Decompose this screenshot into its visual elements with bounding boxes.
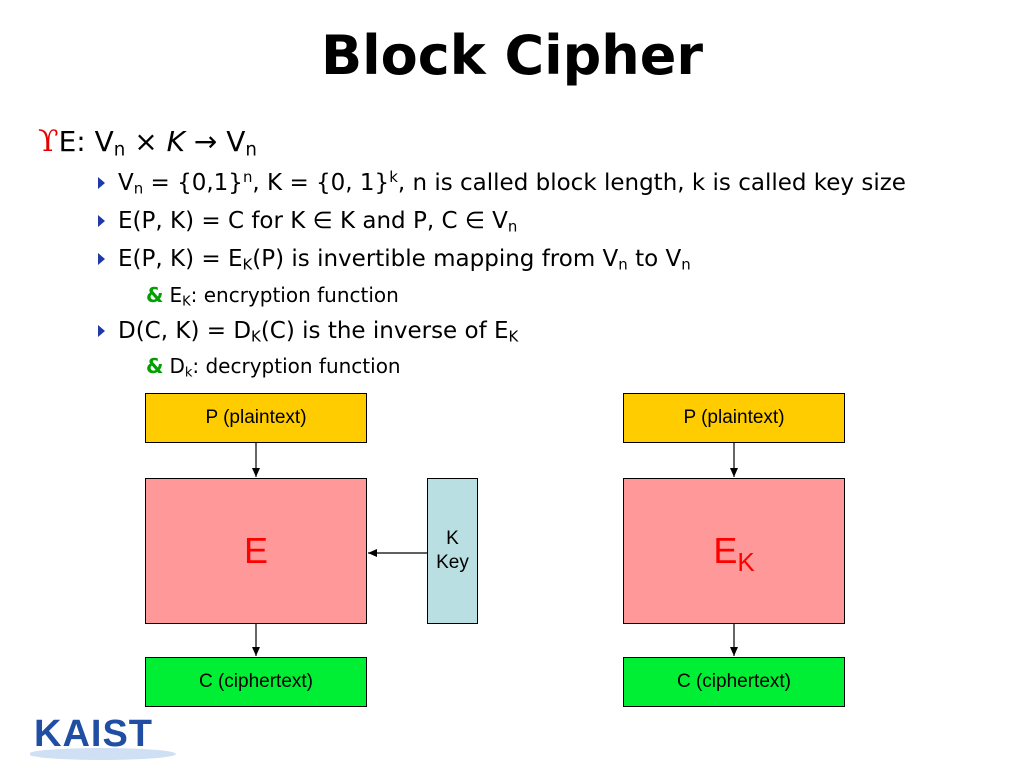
bullet-glyph-icon: ϒ (38, 124, 59, 159)
key-box: K Key (427, 478, 478, 624)
svg-text:KAIST: KAIST (34, 713, 153, 755)
right-plaintext-box: P (plaintext) (623, 393, 845, 443)
main-bullet: ϒE: Vn × K → Vn (38, 124, 257, 161)
key-symbol: K (446, 528, 459, 549)
left-plaintext-box: P (plaintext) (145, 393, 367, 443)
right-cipher-box: EK (623, 478, 845, 624)
left-cipher-box: E (145, 478, 367, 624)
page-title: Block Cipher (321, 24, 703, 87)
triangle-bullet-icon (98, 325, 105, 337)
triangle-bullet-icon (98, 177, 105, 189)
green-bullet-icon: & (146, 354, 164, 378)
triangle-bullet-icon (98, 253, 105, 265)
sub-bullet-decryption-function: &Dk: decryption function (146, 354, 401, 381)
kaist-logo: KAIST (30, 713, 176, 760)
left-ciphertext-box: C (ciphertext) (145, 657, 367, 707)
key-label: Key (436, 552, 469, 573)
green-bullet-icon: & (146, 283, 164, 307)
right-ciphertext-box: C (ciphertext) (623, 657, 845, 707)
triangle-bullet-icon (98, 215, 105, 227)
sub-bullet-encryption-function: &EK: encryption function (146, 283, 399, 310)
